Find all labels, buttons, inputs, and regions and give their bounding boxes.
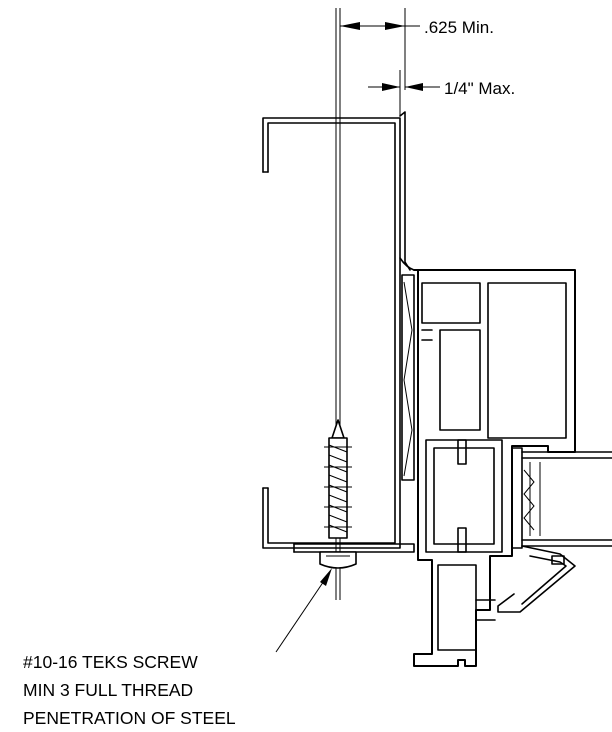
teks-screw (319, 419, 357, 569)
callout-line-1: #10-16 TEKS SCREW (23, 652, 198, 672)
callout-line-2: MIN 3 FULL THREAD (23, 680, 193, 700)
dimension-min-label: .625 Min. (424, 18, 494, 37)
dimension-max-label: 1/4" Max. (444, 79, 515, 98)
glazing-stop (497, 545, 576, 613)
callout-leader (275, 568, 332, 653)
aluminum-mullion (413, 269, 576, 667)
steel-c-channel (262, 117, 401, 549)
glass-units (511, 447, 612, 549)
anchor-clip (293, 111, 415, 553)
callout-line-3: PENETRATION OF STEEL (23, 708, 236, 728)
callout-note: #10-16 TEKS SCREW MIN 3 FULL THREAD PENE… (23, 652, 236, 728)
dimension-max-gap: 1/4" Max. (368, 79, 515, 98)
dimension-min-gap: .625 Min. (340, 18, 494, 37)
